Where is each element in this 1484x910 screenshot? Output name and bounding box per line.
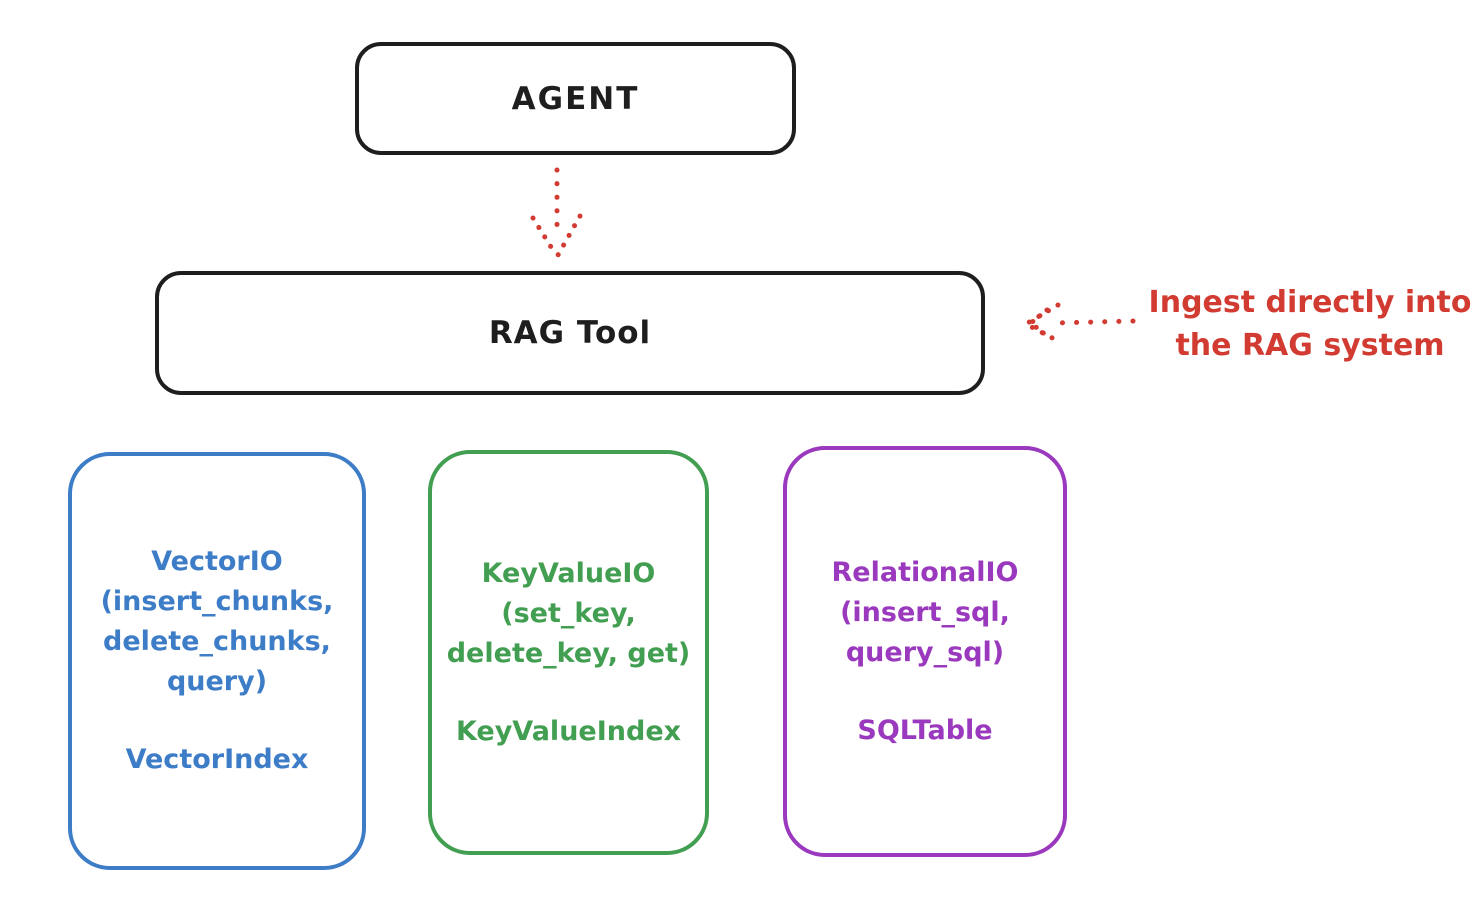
ingest-arrow [1020,302,1136,344]
agent-to-rag-arrow [530,167,583,258]
relational-io-label: RelationalIO (insert_sql, query_sql) [831,556,1019,668]
backend-node-keyvalue-io: KeyValueIO (set_key, delete_key, get) Ke… [428,450,709,855]
vector-io-label: VectorIO (insert_chunks, delete_chunks, … [100,546,334,697]
backend-node-vector-io: VectorIO (insert_chunks, delete_chunks, … [68,452,366,870]
ingest-annotation: Ingest directly into the RAG system [1148,285,1472,363]
rag-tool-node: RAG Tool [155,271,985,395]
rag-tool-label: RAG Tool [488,315,652,351]
agent-label: AGENT [511,80,640,117]
vector-index-label: VectorIndex [125,744,309,775]
keyvalue-io-label: KeyValueIO (set_key, delete_key, get) [446,557,691,669]
backend-node-relational-io: RelationalIO (insert_sql, query_sql) SQL… [783,446,1067,857]
keyvalue-index-label: KeyValueIndex [455,715,682,747]
sql-table-label: SQLTable [857,714,993,746]
agent-node: AGENT [355,42,796,155]
